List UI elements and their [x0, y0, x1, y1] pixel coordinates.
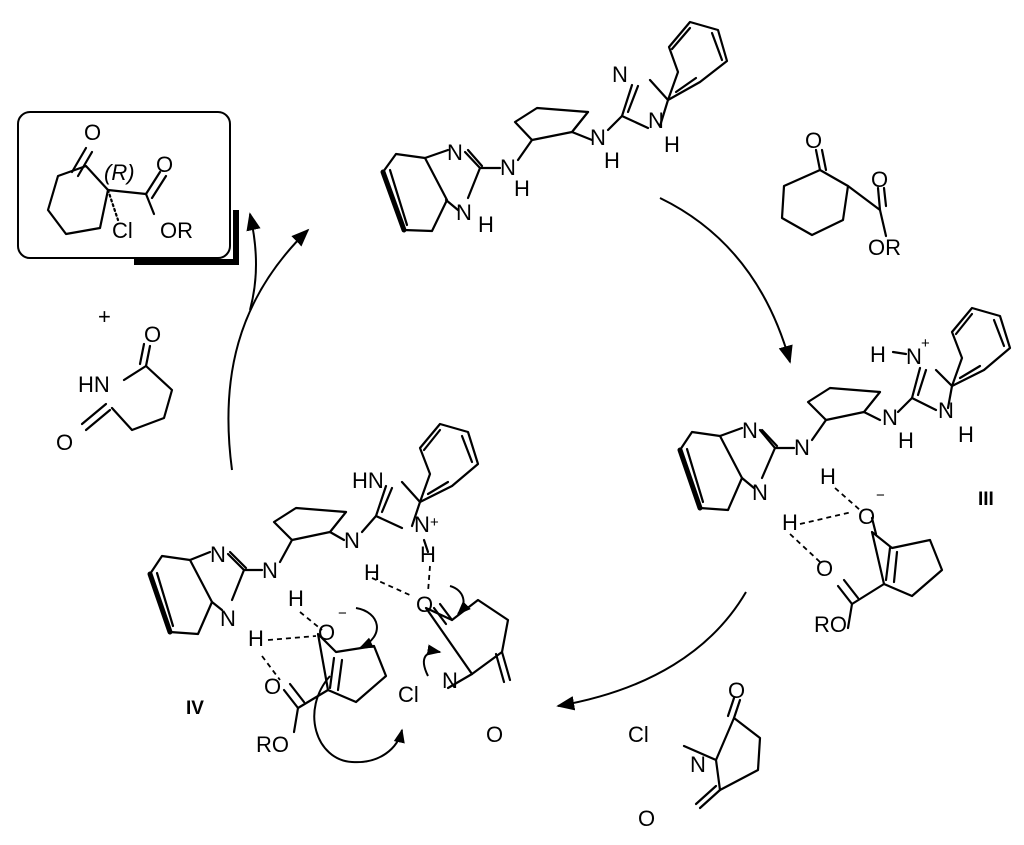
arrow-iii-to-iv — [556, 591, 747, 711]
ncs-structure: Cl N O O — [628, 678, 762, 831]
ketoester-oxygen-carbonyl: O — [871, 167, 888, 192]
intermediate-iv-bonds — [147, 422, 512, 734]
catalyst-atom-n: N — [447, 140, 463, 165]
iv-atom-o-ester: O — [264, 674, 281, 699]
iv-minus-charge: − — [338, 605, 347, 622]
iv-atom-n-amine-right: N — [344, 528, 360, 553]
intermediate-iii-structure: H N + N H N H N N H N H O − O RO III — [677, 306, 1012, 637]
catalyst-atom-h-ring: H — [478, 212, 494, 237]
catalyst-atom-n-ring: N — [456, 200, 472, 225]
iv-plus-charge: + — [430, 514, 439, 531]
succinimide-structure: + O HN O — [56, 304, 174, 455]
iii-atom-n-ring2: N — [938, 398, 954, 423]
product-box: O (R) O Cl OR — [17, 111, 239, 265]
iv-ro: RO — [256, 732, 289, 757]
catalyst-atom-h-right: H — [604, 148, 620, 173]
ketoester-oxygen-ketone: O — [805, 128, 822, 153]
cycle-arrows — [227, 197, 793, 711]
succinimide-hn: HN — [78, 372, 110, 397]
ketoester-structure: O O OR — [780, 128, 901, 260]
iv-atom-o-succinimide-2: O — [486, 722, 503, 747]
ncs-oxygen-top: O — [728, 678, 745, 703]
catalyst-atom-n-top: N — [612, 62, 628, 87]
iv-atom-hn-top: HN — [352, 468, 384, 493]
iii-atom-h-ring-left: H — [782, 510, 798, 535]
catalyst-atom-n-amine: N — [500, 155, 516, 180]
product-or: OR — [160, 218, 193, 243]
iii-ro: RO — [814, 612, 847, 637]
product-chlorine: Cl — [112, 218, 133, 243]
iv-atom-n-plus: N — [414, 512, 430, 537]
succinimide-plus: + — [98, 304, 111, 329]
iii-label: III — [978, 489, 994, 510]
catalyst-atom-h-ring-right: H — [664, 132, 680, 157]
iii-atom-o-enolate: O — [858, 504, 875, 529]
iv-atom-n-ring-left: N — [220, 606, 236, 631]
catalyst-atom-h-amine: H — [514, 176, 530, 201]
ncs-chlorine: Cl — [628, 722, 649, 747]
iii-atom-h-top: H — [870, 342, 886, 367]
intermediate-iv-structure: HN N + H N H N N H N H O − O RO O Cl N O… — [147, 422, 512, 764]
iv-label: IV — [186, 698, 204, 719]
intermediate-iv-electron-arrows — [313, 585, 471, 764]
iii-atom-h-amine-right: H — [898, 428, 914, 453]
iv-chlorine: Cl — [398, 682, 419, 707]
catalyst-bonds — [380, 20, 729, 233]
iv-atom-n-amine-left: N — [262, 558, 278, 583]
iv-atom-o-succinimide: O — [416, 592, 433, 617]
intermediate-iii-bonds — [677, 306, 1012, 630]
succinimide-oxygen-bottom: O — [56, 430, 73, 455]
ncs-oxygen-bottom: O — [638, 806, 655, 831]
succinimide-oxygen-top: O — [144, 322, 161, 347]
iv-atom-h-amine-right: H — [364, 560, 380, 585]
iii-atom-n-amine-right: N — [882, 405, 898, 430]
iv-atom-o-enolate: O — [318, 620, 335, 645]
arrow-catalyst-to-iii — [659, 197, 793, 364]
succinimide-bonds — [80, 342, 174, 432]
intermediate-iv-hbonds — [261, 565, 431, 681]
iv-atom-h-amine-left: H — [288, 586, 304, 611]
product-stereo-label: (R) — [104, 160, 135, 185]
iii-atom-n-left: N — [742, 418, 758, 443]
ketoester-bonds — [780, 148, 888, 238]
iii-plus-charge: + — [921, 335, 930, 352]
iii-atom-h-ring2: H — [958, 422, 974, 447]
iii-atom-o-ester: O — [816, 556, 833, 581]
product-oxygen-carbonyl: O — [156, 152, 173, 177]
catalyst-structure: N N H N H N H N N H — [380, 20, 729, 237]
arrow-iv-to-catalyst — [227, 228, 310, 471]
product-oxygen-ketone: O — [84, 120, 101, 145]
product-bonds — [46, 146, 168, 236]
arrow-to-product — [246, 212, 261, 311]
iv-atom-h-ring-left: H — [248, 626, 264, 651]
iii-atom-n-ring-left: N — [752, 480, 768, 505]
iv-atom-n-left: N — [210, 542, 226, 567]
ketoester-or: OR — [868, 235, 901, 260]
ncs-nitrogen: N — [690, 752, 706, 777]
iii-atom-h-amine-left: H — [820, 464, 836, 489]
iii-minus-charge: − — [876, 487, 885, 504]
ncs-bonds — [682, 696, 762, 810]
iii-atom-n-plus: N — [906, 344, 922, 369]
intermediate-iii-hbonds — [789, 487, 861, 563]
iii-atom-n-amine-left: N — [794, 435, 810, 460]
iv-atom-n-succinimide: N — [442, 668, 458, 693]
iv-atom-h-plus: H — [420, 542, 436, 567]
catalyst-atom-n-ring-right: N — [648, 108, 664, 133]
catalyst-atom-n-right: N — [590, 125, 606, 150]
